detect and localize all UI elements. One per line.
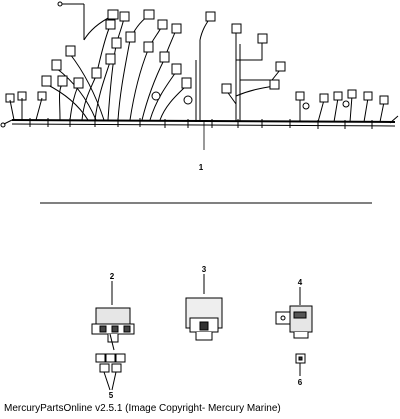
callout-1[interactable]: 1 — [199, 163, 204, 172]
fuse-part-6[interactable] — [295, 353, 306, 376]
callout-3[interactable]: 3 — [202, 265, 207, 274]
callout-4[interactable]: 4 — [298, 278, 303, 287]
callout-5[interactable]: 5 — [109, 391, 114, 400]
copyright-caption: MercuryPartsOnline v2.5.1 (Image Copyrig… — [4, 403, 281, 414]
callout-6[interactable]: 6 — [298, 378, 303, 387]
relay-box-part-2[interactable] — [91, 281, 135, 351]
relay-part-3[interactable] — [185, 274, 223, 341]
callout-2[interactable]: 2 — [110, 272, 115, 281]
harness-connectors — [41, 9, 389, 110]
fuses-part-5[interactable] — [95, 353, 126, 391]
relay-part-4[interactable] — [275, 287, 313, 339]
